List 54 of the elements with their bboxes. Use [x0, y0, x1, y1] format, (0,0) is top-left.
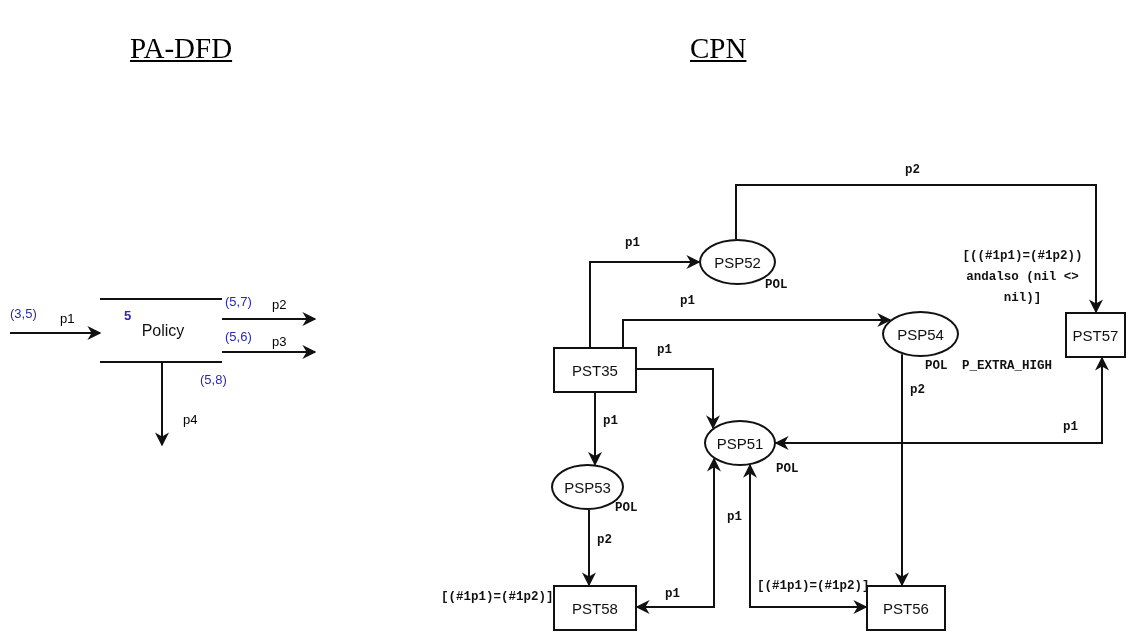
flow-id: (5,6) — [225, 329, 252, 344]
node-label: PSP54 — [897, 325, 944, 343]
guard-text: [((#1p1)=(#1p2)) andalso (nil <> nil)] — [961, 248, 1084, 307]
arrow — [588, 392, 602, 466]
edge-label: p1 — [603, 414, 618, 428]
section-heading: PA-DFD — [130, 32, 233, 65]
arrow — [9, 326, 102, 340]
edge-label: p3 — [272, 334, 287, 349]
flow-id: (5,8) — [200, 372, 227, 387]
node-label: PSP51 — [716, 434, 764, 452]
transition-box — [553, 347, 637, 393]
annotation: POL — [615, 501, 638, 515]
transition-box — [553, 585, 637, 631]
place-ellipse — [882, 311, 959, 357]
transition-box — [1065, 312, 1126, 358]
data-store — [100, 298, 222, 363]
section-heading: CPN — [690, 32, 747, 65]
arrow — [735, 184, 1103, 314]
arrow — [221, 345, 317, 359]
annotation: POL — [776, 462, 799, 476]
arrow — [743, 463, 868, 614]
arrow — [589, 255, 701, 348]
flow-id: (5,7) — [225, 294, 252, 309]
transition-box — [866, 585, 946, 631]
node-label: Policy — [141, 321, 185, 340]
annotation: POL — [765, 278, 788, 292]
process-number: 5 — [124, 308, 132, 323]
arrow — [155, 362, 169, 447]
annotation: [(#1p1)=(#1p2)] — [441, 590, 554, 604]
annotation: POL — [925, 359, 948, 373]
node-label: PST57 — [1072, 326, 1119, 344]
edge-label: p2 — [597, 533, 612, 547]
edge-label: p1 — [727, 510, 742, 524]
arrow — [774, 356, 1109, 450]
edge-label: p2 — [905, 163, 920, 177]
annotation: P_EXTRA_HIGH — [962, 359, 1052, 373]
edge-label: p1 — [1063, 420, 1078, 434]
arrow — [221, 312, 317, 326]
flow-id: (3,5) — [10, 306, 37, 321]
edge-label: p1 — [625, 236, 640, 250]
arrow — [582, 509, 596, 587]
node-label: PST58 — [572, 599, 618, 617]
edge-label: p1 — [680, 294, 695, 308]
node-label: PST56 — [883, 599, 929, 617]
node-label: PSP52 — [714, 253, 761, 271]
edge-label: p1 — [657, 343, 672, 357]
edge-label: p1 — [60, 311, 75, 326]
edge-label: p1 — [665, 587, 680, 601]
edge-label: p4 — [183, 412, 198, 427]
node-label: PST35 — [572, 361, 618, 379]
edge-label: p2 — [910, 383, 925, 397]
edge-label: p2 — [272, 297, 287, 312]
node-label: PSP53 — [564, 478, 611, 496]
annotation: [(#1p1)=(#1p2)] — [757, 579, 870, 593]
